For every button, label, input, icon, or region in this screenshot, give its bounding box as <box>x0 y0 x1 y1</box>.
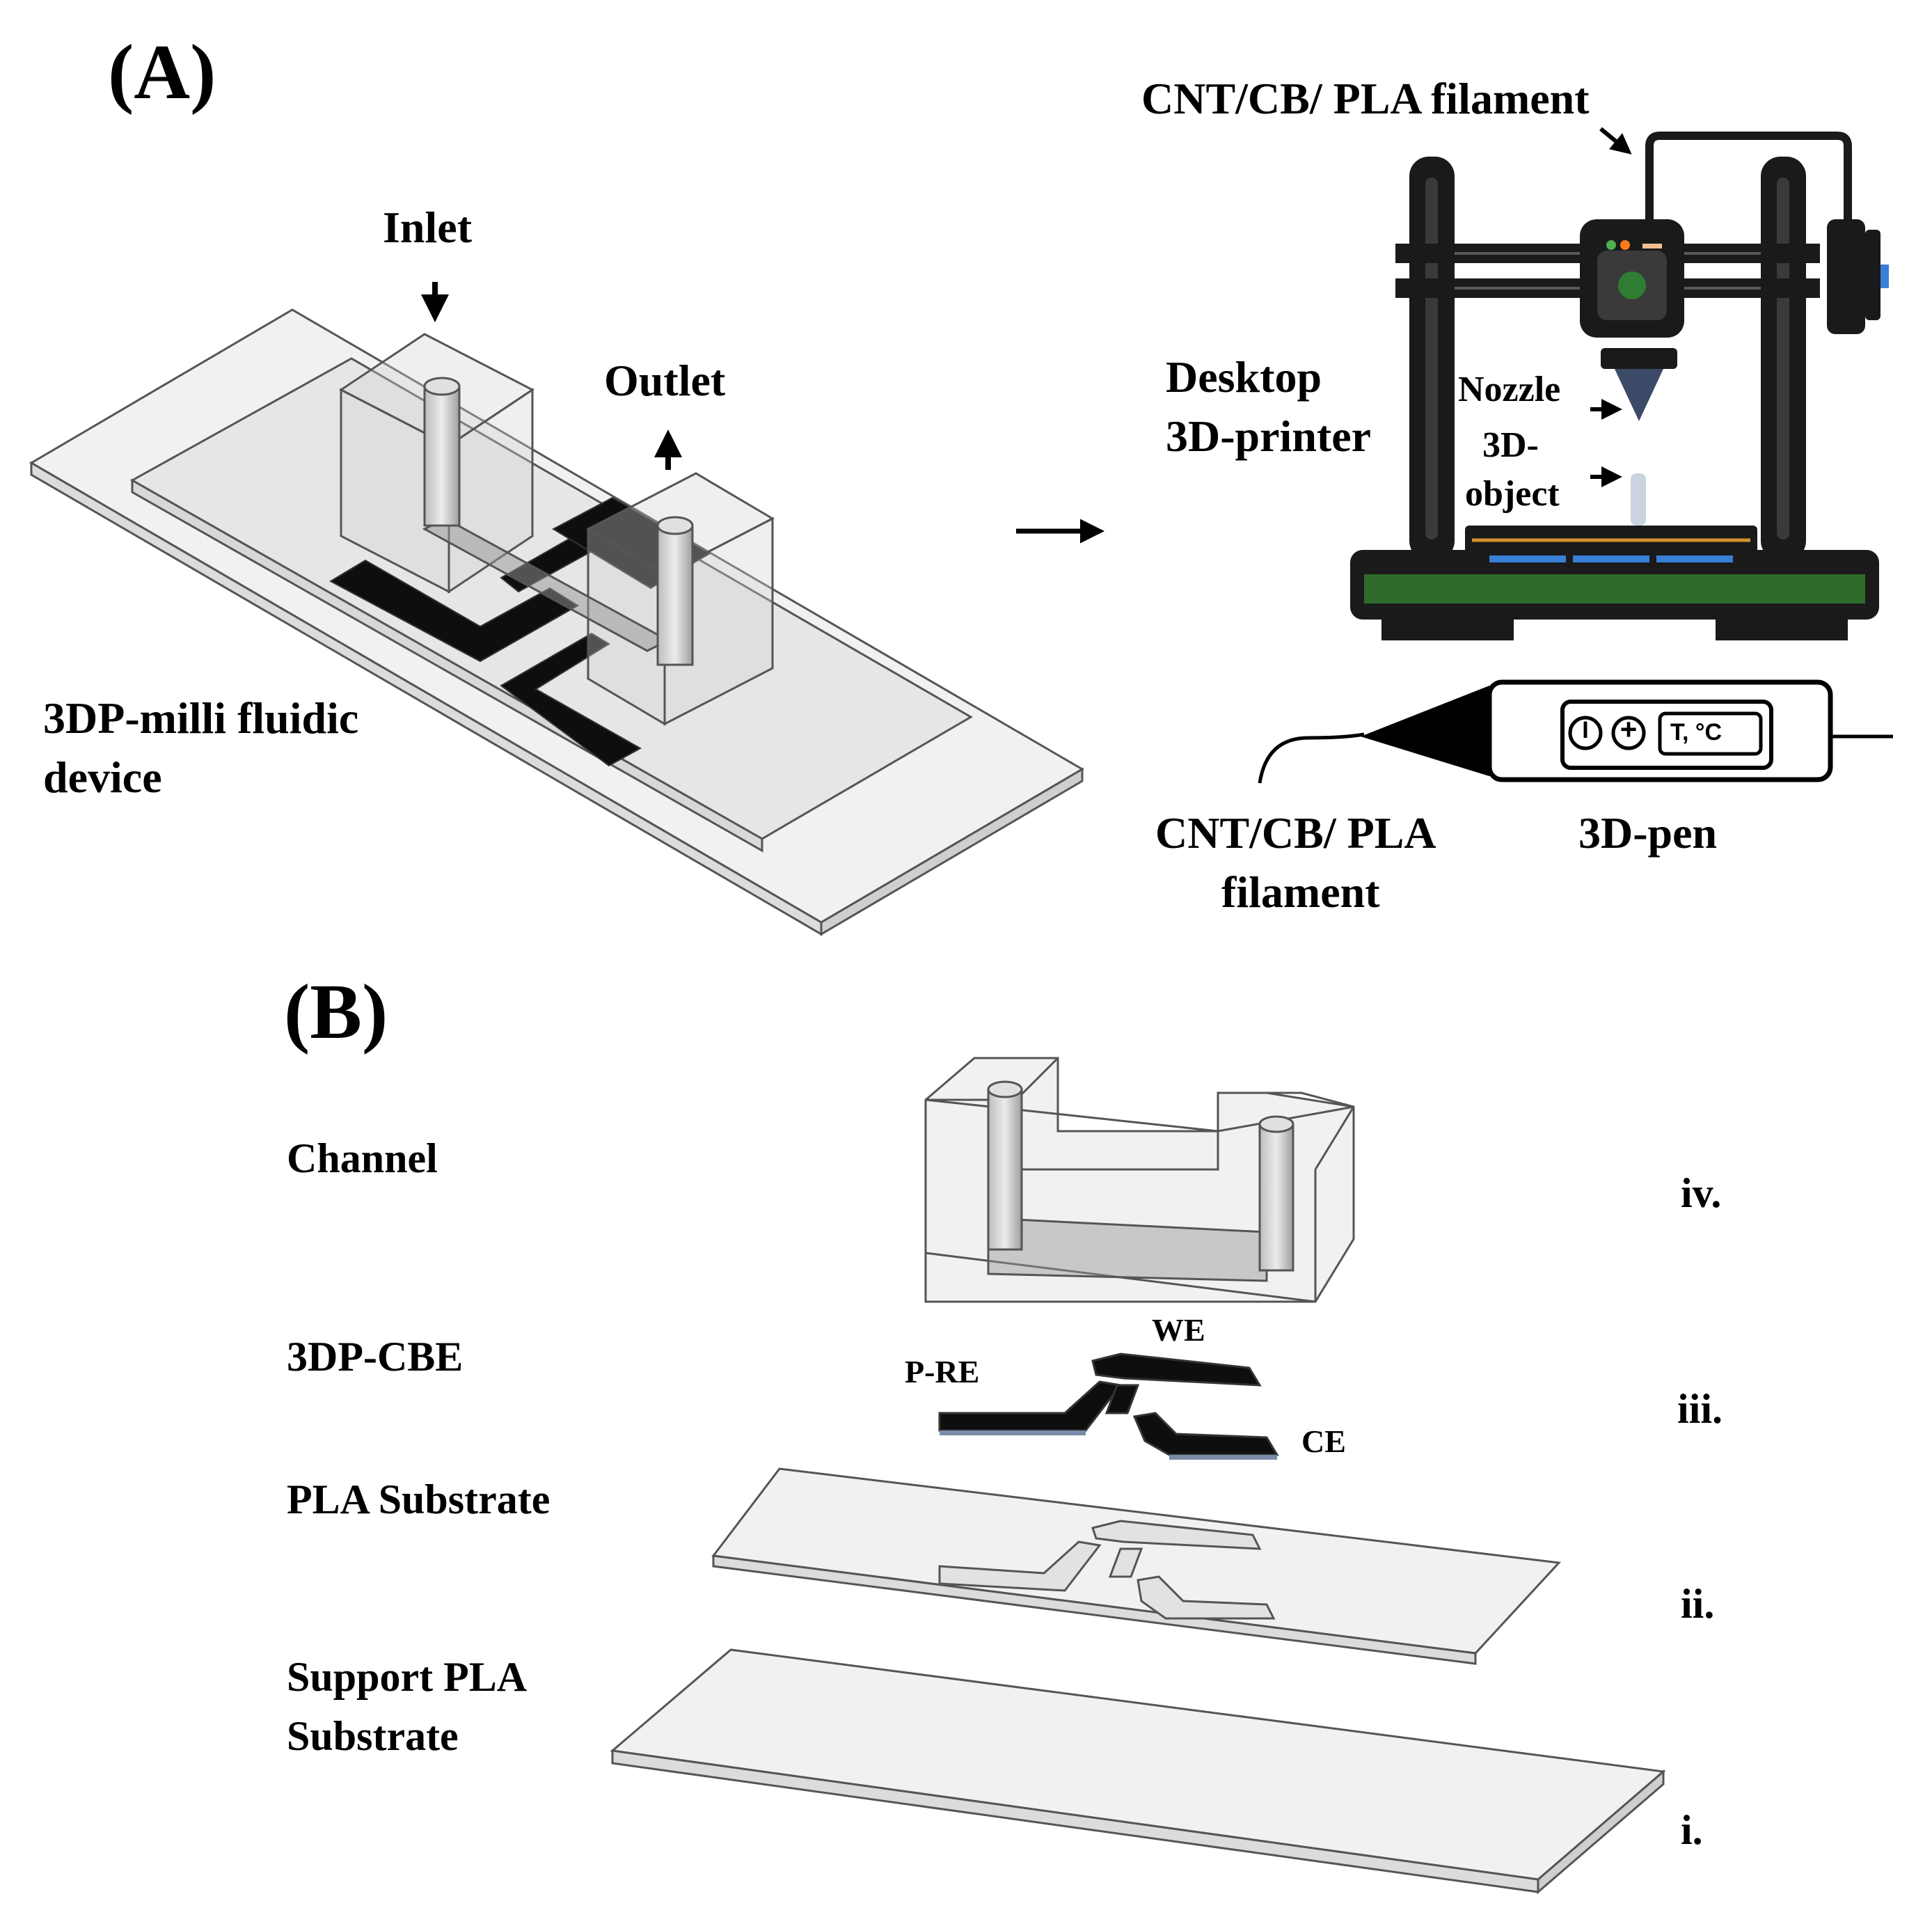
electrode-we-label: WE <box>1152 1312 1205 1348</box>
substrate-electrode-recesses <box>938 1520 1276 1620</box>
panel-b-label: (B) <box>284 969 388 1055</box>
pen-plus-text: + <box>1620 713 1638 746</box>
outlet-label: Outlet <box>604 356 726 405</box>
object-label-line2: object <box>1465 474 1560 514</box>
printer-label-line2: 3D-printer <box>1166 411 1372 461</box>
filament-tube <box>1645 132 1852 230</box>
panel-a-label: (A) <box>108 29 216 116</box>
object-label-line1: 3D- <box>1482 425 1539 465</box>
pen-plus-button <box>1611 716 1646 750</box>
layer-numeral-iv: iv. <box>1681 1170 1722 1216</box>
printed-object <box>1631 473 1646 526</box>
layer-channel-name: Channel <box>287 1135 438 1181</box>
pen-label: 3D-pen <box>1578 808 1718 858</box>
layer-numeral-iii: iii. <box>1677 1386 1723 1432</box>
filament-pointer <box>1599 127 1632 155</box>
device-label-line1: 3DP-milli fluidic <box>43 693 359 743</box>
millifluidic-device <box>29 308 1084 936</box>
layer-support-name-line2: Substrate <box>287 1713 459 1759</box>
printer-label-line1: Desktop <box>1166 352 1322 402</box>
electrode-layer <box>938 1353 1279 1456</box>
desktop-3d-printer <box>1350 132 1889 640</box>
pen-display <box>1658 711 1763 756</box>
layer-numeral-i: i. <box>1681 1807 1703 1853</box>
inlet-label: Inlet <box>383 203 472 252</box>
pen-control-panel <box>1560 700 1773 770</box>
pla-substrate-layer <box>711 1467 1562 1665</box>
channel-cylinder-right <box>1258 1115 1294 1272</box>
channel-layer <box>924 1057 1355 1303</box>
pen-filament <box>1258 732 1365 784</box>
nozzle-label: Nozzle <box>1458 370 1561 409</box>
pen-tip <box>1361 686 1489 776</box>
inlet-cylinder <box>423 377 461 527</box>
electrode-pre-label: P-RE <box>905 1354 980 1389</box>
build-plate <box>1465 526 1757 559</box>
device-label-line2: device <box>43 752 162 802</box>
3d-pen <box>1258 679 1893 784</box>
channel-cylinder-left <box>987 1080 1023 1251</box>
outlet-cylinder <box>656 516 694 666</box>
layer-pla-substrate-name: PLA Substrate <box>287 1476 551 1522</box>
pen-filament-label-line2: filament <box>1221 867 1380 917</box>
layer-support-name-line1: Support PLA <box>287 1654 528 1700</box>
layer-cbe-name: 3DP-CBE <box>287 1334 464 1380</box>
layer-numeral-ii: ii. <box>1681 1581 1715 1627</box>
pen-minus-text: I <box>1582 717 1589 743</box>
filament-top-label: CNT/CB/ PLA filament <box>1141 74 1590 123</box>
nozzle-cone <box>1615 369 1663 421</box>
printer-bed <box>1364 574 1865 604</box>
electrode-ce-label: CE <box>1301 1424 1346 1459</box>
support-substrate-layer <box>610 1648 1666 1895</box>
filament-spool <box>1827 219 1865 334</box>
pen-filament-label-line1: CNT/CB/ PLA <box>1155 808 1436 858</box>
pen-display-text: T, °C <box>1670 719 1723 746</box>
channel-groove <box>987 1217 1268 1282</box>
pen-minus-button <box>1568 716 1603 750</box>
